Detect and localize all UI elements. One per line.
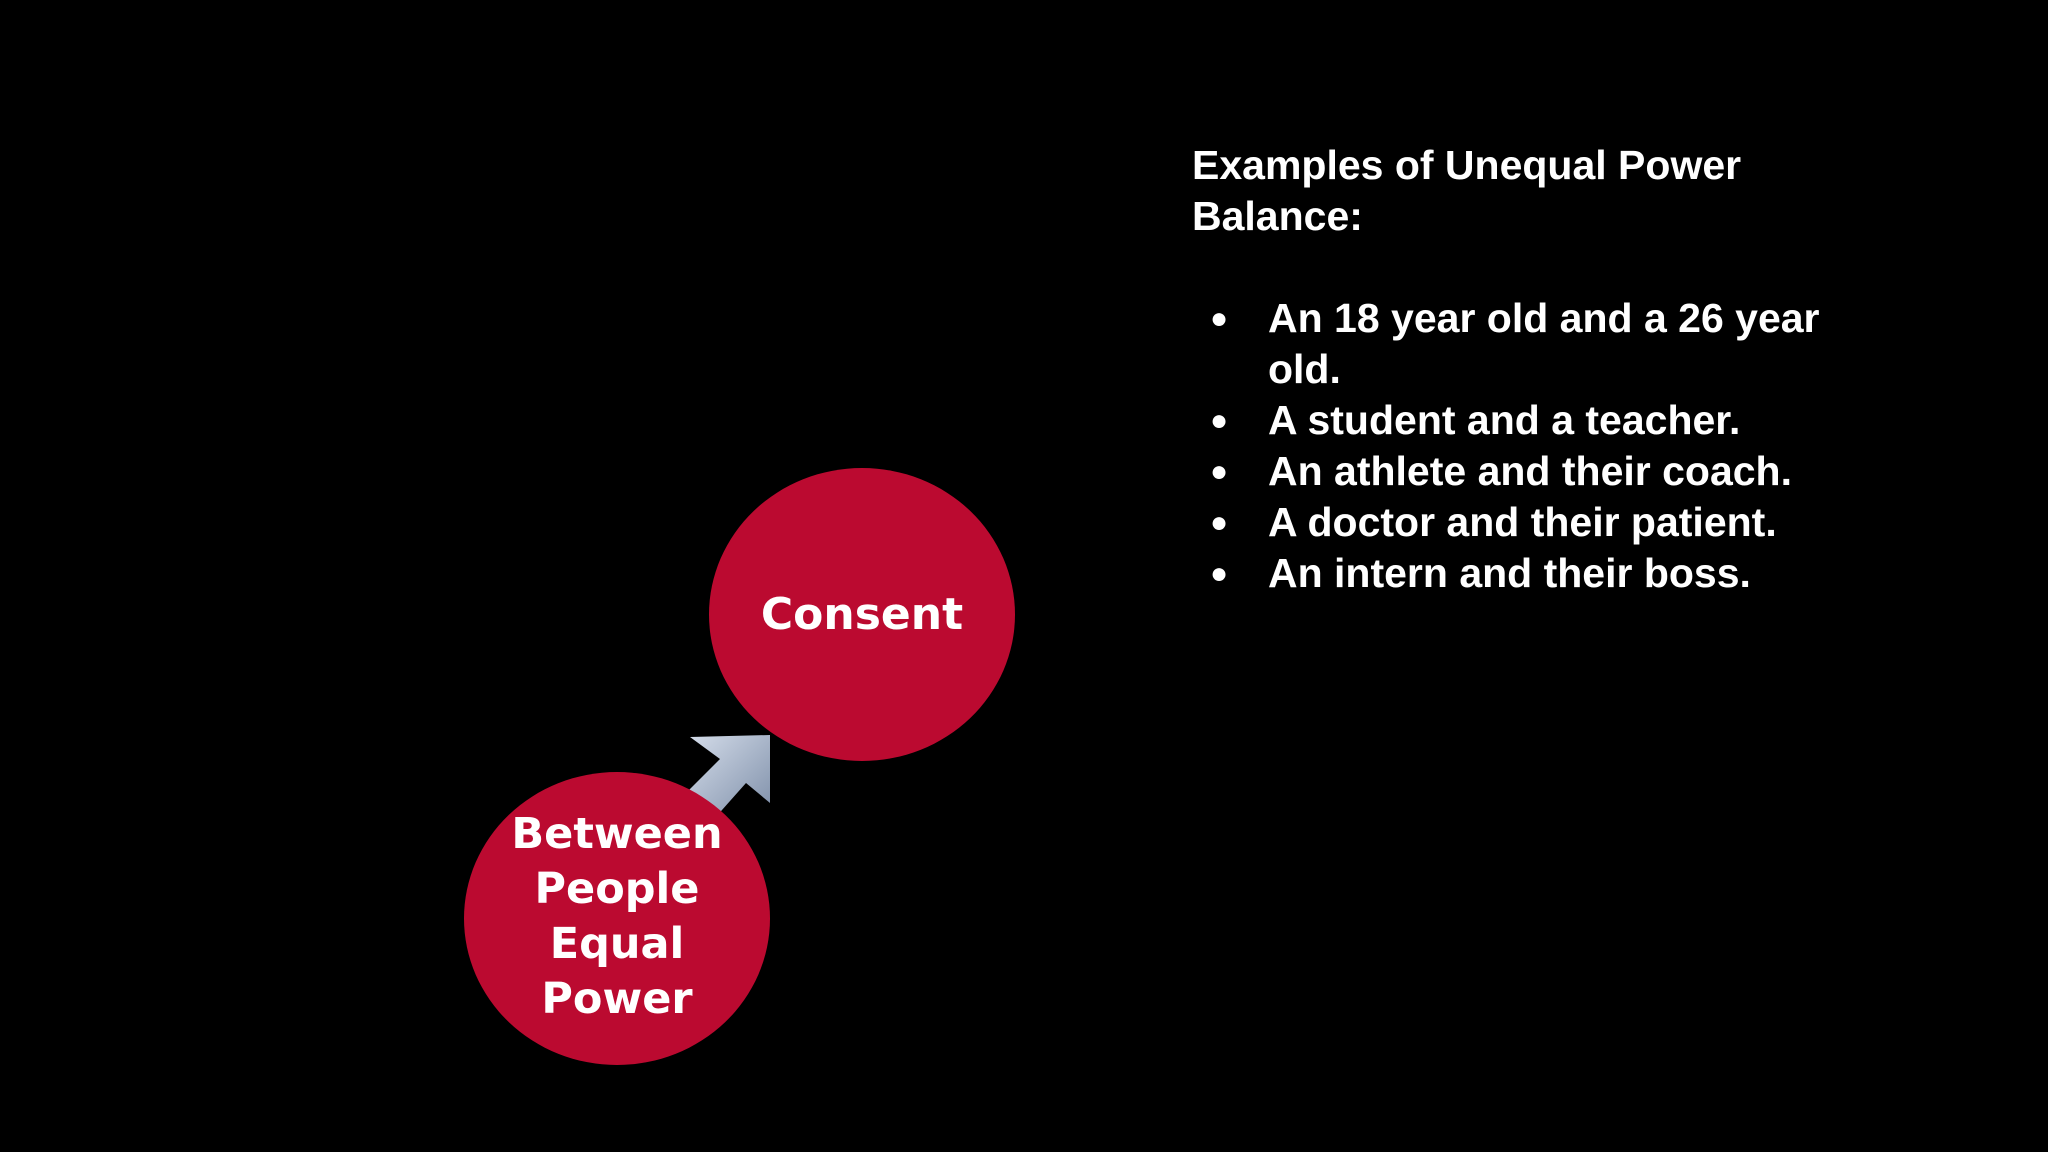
bullet-icon: ● [1210,455,1229,488]
list-item: ● An athlete and their coach. [1192,446,1852,497]
list-item-text: A student and a teacher. [1268,397,1741,443]
list-item: ● A student and a teacher. [1192,395,1852,446]
bullet-icon: ● [1210,404,1229,437]
list-item-text: An intern and their boss. [1268,550,1751,596]
list-item: ● An 18 year old and a 26 year old. [1192,293,1852,395]
examples-title: Examples of Unequal Power Balance: [1192,142,1742,239]
arrow-up-right-icon [686,735,770,819]
list-item: ● An intern and their boss. [1192,548,1852,599]
node-between-people-equal-power: Between People Equal Power [464,772,770,1065]
examples-panel: Examples of Unequal Power Balance: ● An … [1192,140,1852,599]
node-between-label: Between People Equal Power [511,808,723,1024]
list-item-text: A doctor and their patient. [1268,499,1777,545]
list-item-text: An 18 year old and a 26 year old. [1268,295,1820,392]
list-item-text: An athlete and their coach. [1268,448,1792,494]
examples-list: ● An 18 year old and a 26 year old. ● A … [1192,293,1852,599]
bullet-icon: ● [1210,302,1229,335]
bullet-icon: ● [1210,506,1229,539]
list-item: ● A doctor and their patient. [1192,497,1852,548]
node-consent-label: Consent [760,589,964,640]
bullet-icon: ● [1210,557,1229,590]
node-consent: Consent [709,468,1015,761]
